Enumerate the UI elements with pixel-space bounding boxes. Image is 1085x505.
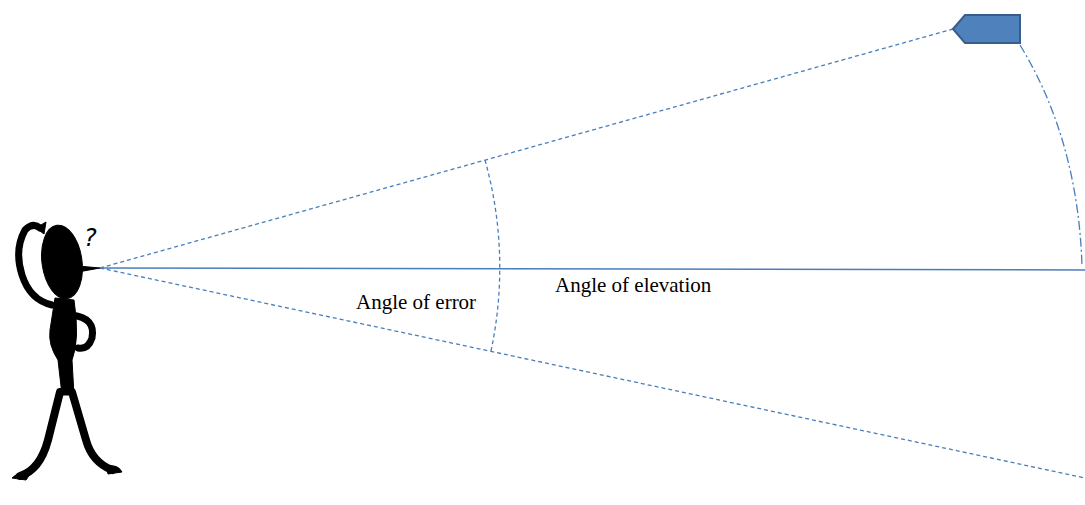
angle-arc (485, 160, 500, 351)
question-mark: ? (84, 226, 97, 250)
error-line (100, 268, 1085, 478)
angle-label: Angle of error (356, 290, 476, 314)
horizontal-line (100, 268, 1085, 270)
elevation-line (100, 29, 953, 268)
stick-figure (12, 222, 122, 480)
fall-path (1020, 45, 1082, 266)
flying-object (953, 15, 1020, 43)
angle-label: Angle of elevation (555, 273, 711, 297)
